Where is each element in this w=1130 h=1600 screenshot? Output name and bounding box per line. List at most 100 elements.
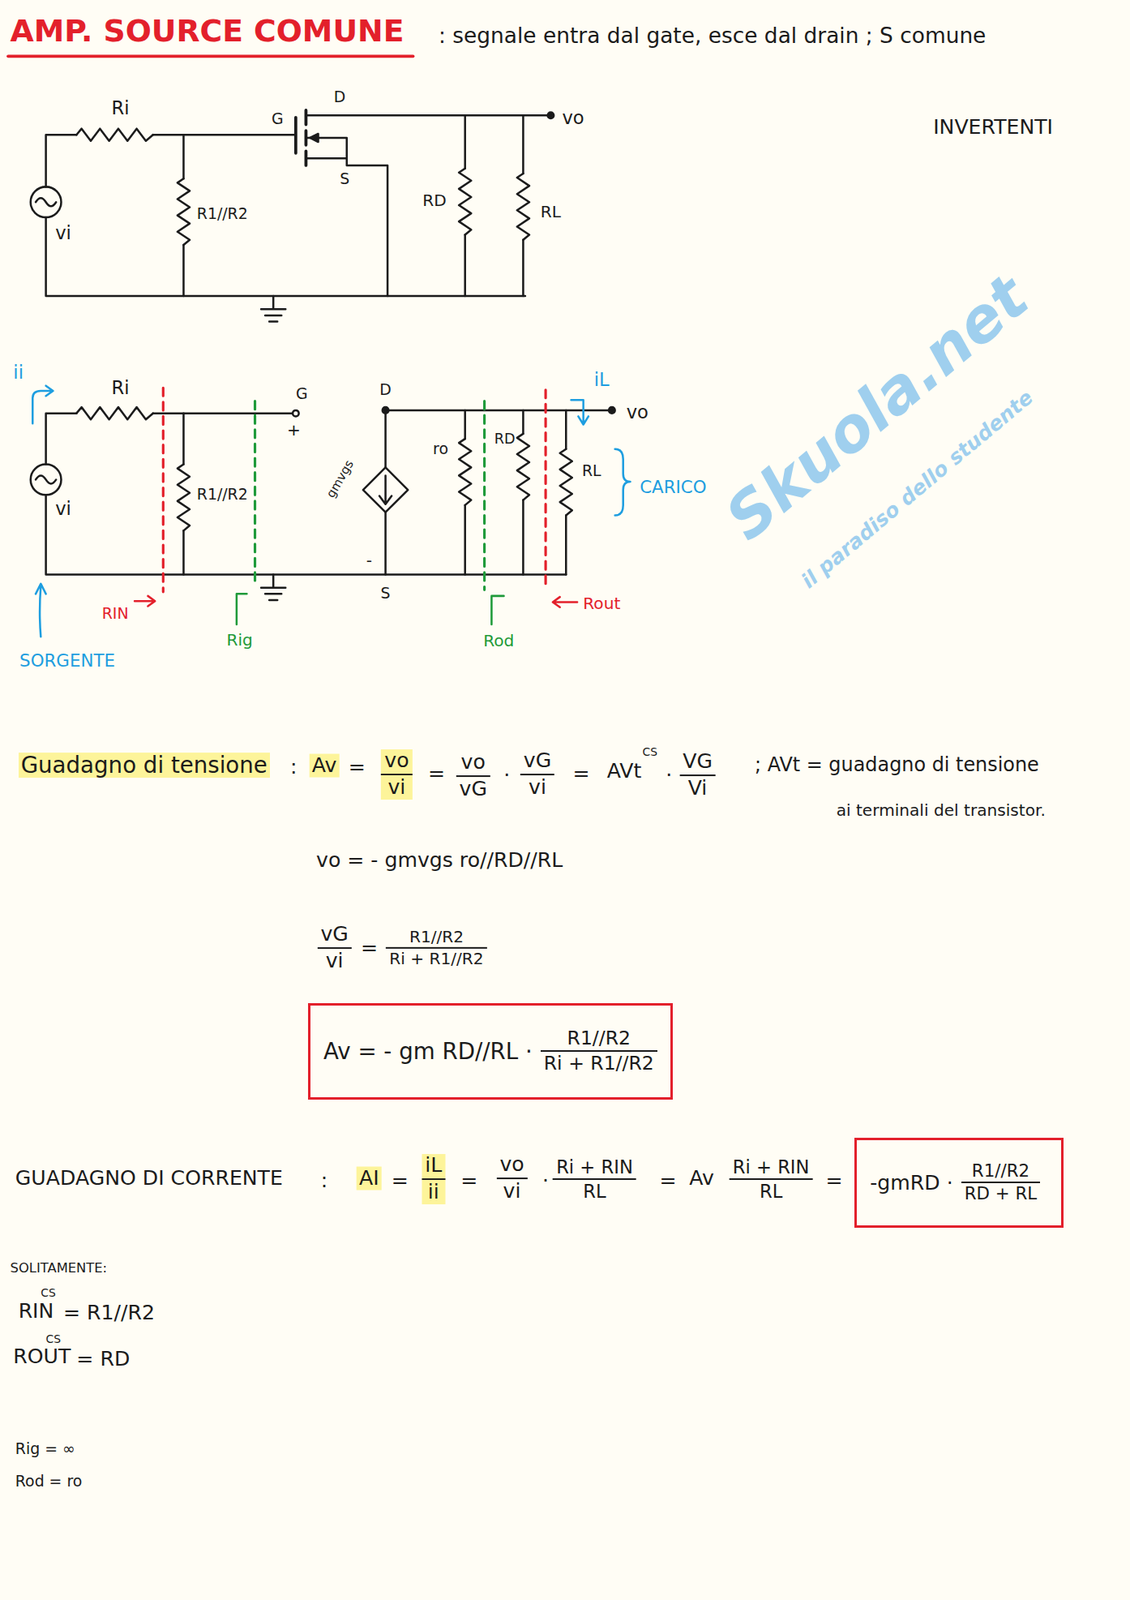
box-formula: -gmRD · bbox=[869, 1170, 953, 1195]
common-source-circuit bbox=[30, 110, 554, 322]
fraction-denominator: ii bbox=[421, 1179, 446, 1204]
circuit-label: R1//R2 bbox=[196, 205, 249, 223]
formula-text: ROUT bbox=[12, 1344, 71, 1369]
circuit-label: D bbox=[379, 380, 392, 399]
fraction-denominator: vi bbox=[316, 948, 351, 973]
formula-text: : bbox=[290, 755, 297, 780]
fraction: vovG bbox=[456, 751, 491, 802]
formula-text: AVt bbox=[607, 759, 643, 784]
formula-text: · bbox=[503, 763, 510, 788]
small-signal-circuit bbox=[30, 406, 616, 600]
formula-text: = bbox=[826, 1168, 844, 1192]
fraction: vovi bbox=[380, 749, 412, 800]
formula-text: SOLITAMENTE: bbox=[10, 1259, 108, 1276]
circuit-label: S bbox=[339, 171, 350, 189]
fraction-denominator: Ri + R1//R2 bbox=[540, 1051, 658, 1075]
fraction-denominator: vi bbox=[520, 774, 555, 800]
circuit-label: Rig bbox=[226, 631, 253, 651]
circuit-label: INVERTENTI bbox=[933, 115, 1053, 140]
formula-text: = bbox=[460, 1168, 478, 1192]
formula-text: CS bbox=[46, 1332, 61, 1346]
circuit-label: ro bbox=[432, 440, 449, 458]
box-formula: Av = - gm RD//RL · bbox=[323, 1037, 533, 1065]
formula-text: Rig = ∞ bbox=[15, 1439, 76, 1458]
circuit-label: ii bbox=[12, 361, 24, 383]
fraction: vGvi bbox=[520, 749, 555, 800]
fraction-numerator: R1//R2 bbox=[540, 1027, 658, 1052]
formula-text: Rod = ro bbox=[15, 1472, 82, 1490]
page-title: AMP. SOURCE COMUNE bbox=[10, 13, 405, 49]
circuit-label: - bbox=[366, 551, 373, 570]
circuit-label: RD bbox=[422, 191, 446, 210]
circuit-label: gmvgs bbox=[324, 457, 357, 501]
circuit-label: vi bbox=[55, 497, 72, 519]
fraction-numerator: vG bbox=[520, 749, 555, 775]
fraction-denominator: vG bbox=[456, 776, 491, 801]
circuit-label: + bbox=[286, 420, 301, 440]
fraction: R1//R2Ri + R1//R2 bbox=[540, 1027, 658, 1075]
formula-text: vo = - gmvgs ro//RD//RL bbox=[316, 847, 563, 872]
fraction-numerator: iL bbox=[421, 1153, 446, 1180]
fraction-denominator: Ri + R1//R2 bbox=[385, 948, 487, 968]
fraction: VGVi bbox=[679, 749, 716, 801]
formula-text: = R1//R2 bbox=[63, 1301, 155, 1325]
formula-text: ; AVt = guadagno di tensione bbox=[754, 753, 1040, 776]
formula-text: · bbox=[542, 1168, 549, 1192]
formula-text: GUADAGNO DI CORRENTE bbox=[15, 1166, 283, 1190]
formula-text: = bbox=[391, 1168, 409, 1192]
formula-text: Av bbox=[309, 753, 340, 777]
circuit-label: Ri bbox=[111, 376, 129, 399]
formula-text: = bbox=[659, 1168, 677, 1192]
circuit-label: : segnale entra dal gate, esce dal drain… bbox=[438, 23, 986, 48]
formula-text: CS bbox=[642, 746, 658, 760]
fraction: R1//R2RD + RL bbox=[961, 1160, 1041, 1204]
circuit-label: Rod bbox=[483, 632, 514, 651]
formula-text: = bbox=[428, 761, 446, 785]
formula-text: = bbox=[360, 935, 378, 959]
circuit-label: R1//R2 bbox=[196, 485, 249, 504]
fraction-numerator: vo bbox=[380, 749, 412, 775]
fraction-numerator: vG bbox=[316, 922, 351, 949]
formula-text: RIN bbox=[18, 1298, 55, 1323]
formula-text: CS bbox=[40, 1286, 56, 1300]
circuit-label: vo bbox=[626, 401, 649, 423]
formula-text: Guadagno di tensione bbox=[18, 752, 270, 779]
fraction: iLii bbox=[421, 1153, 446, 1204]
circuit-label: iL bbox=[594, 368, 610, 390]
circuit-label: vo bbox=[561, 107, 584, 129]
formula-text: · bbox=[665, 763, 673, 788]
fraction: Ri + RINRL bbox=[729, 1155, 814, 1202]
result-box: -gmRD · R1//R2RD + RL bbox=[854, 1137, 1064, 1228]
title-underline bbox=[8, 54, 413, 58]
circuit-label: vi bbox=[55, 222, 72, 244]
circuit-label: D bbox=[333, 88, 347, 107]
circuit-label: CARICO bbox=[639, 477, 707, 498]
circuit-label: RD bbox=[494, 430, 516, 447]
fraction-numerator: vo bbox=[456, 751, 491, 778]
circuit-label: RL bbox=[540, 202, 561, 222]
circuit-label: G bbox=[271, 110, 284, 129]
formula-text: : bbox=[321, 1168, 328, 1192]
fraction: vGvi bbox=[316, 922, 351, 973]
formula-text: ai terminali del transistor. bbox=[836, 801, 1046, 821]
circuit-label: G bbox=[295, 385, 309, 403]
fraction-numerator: R1//R2 bbox=[961, 1160, 1041, 1184]
formula-text: = bbox=[348, 755, 366, 780]
formula-text: = RD bbox=[76, 1346, 130, 1370]
circuit-label: Rout bbox=[582, 594, 621, 613]
fraction-denominator: vi bbox=[380, 774, 412, 800]
circuit-label: SORGENTE bbox=[19, 650, 116, 672]
fraction-denominator: Vi bbox=[679, 775, 716, 801]
circuit-label: Ri bbox=[111, 97, 129, 119]
fraction-numerator: R1//R2 bbox=[385, 927, 487, 949]
circuit-label: S bbox=[380, 584, 391, 603]
fraction: Ri + RINRL bbox=[552, 1155, 637, 1202]
fraction-denominator: vi bbox=[496, 1178, 527, 1203]
fraction-denominator: RL bbox=[729, 1179, 814, 1202]
formula-text: AI bbox=[356, 1166, 382, 1190]
circuit-label: RL bbox=[582, 462, 602, 480]
fraction-numerator: vo bbox=[496, 1152, 527, 1179]
result-box: Av = - gm RD//RL ·R1//R2Ri + R1//R2 bbox=[308, 1002, 673, 1101]
